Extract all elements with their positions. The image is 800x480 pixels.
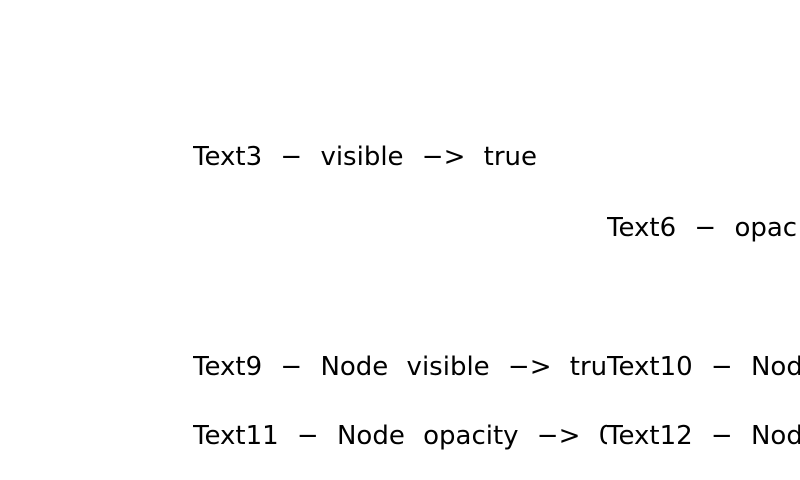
text9-label: Text9 − Node visible −> tru	[193, 352, 607, 382]
text11-label: Text11 − Node opacity −> 0	[193, 421, 607, 451]
text6-label: Text6 − opac	[607, 213, 798, 243]
text10-label: Text10 − Nod	[607, 352, 800, 382]
text3-label: Text3 − visible −> true	[193, 142, 538, 172]
text12-label: Text12 − Nod	[607, 421, 800, 451]
